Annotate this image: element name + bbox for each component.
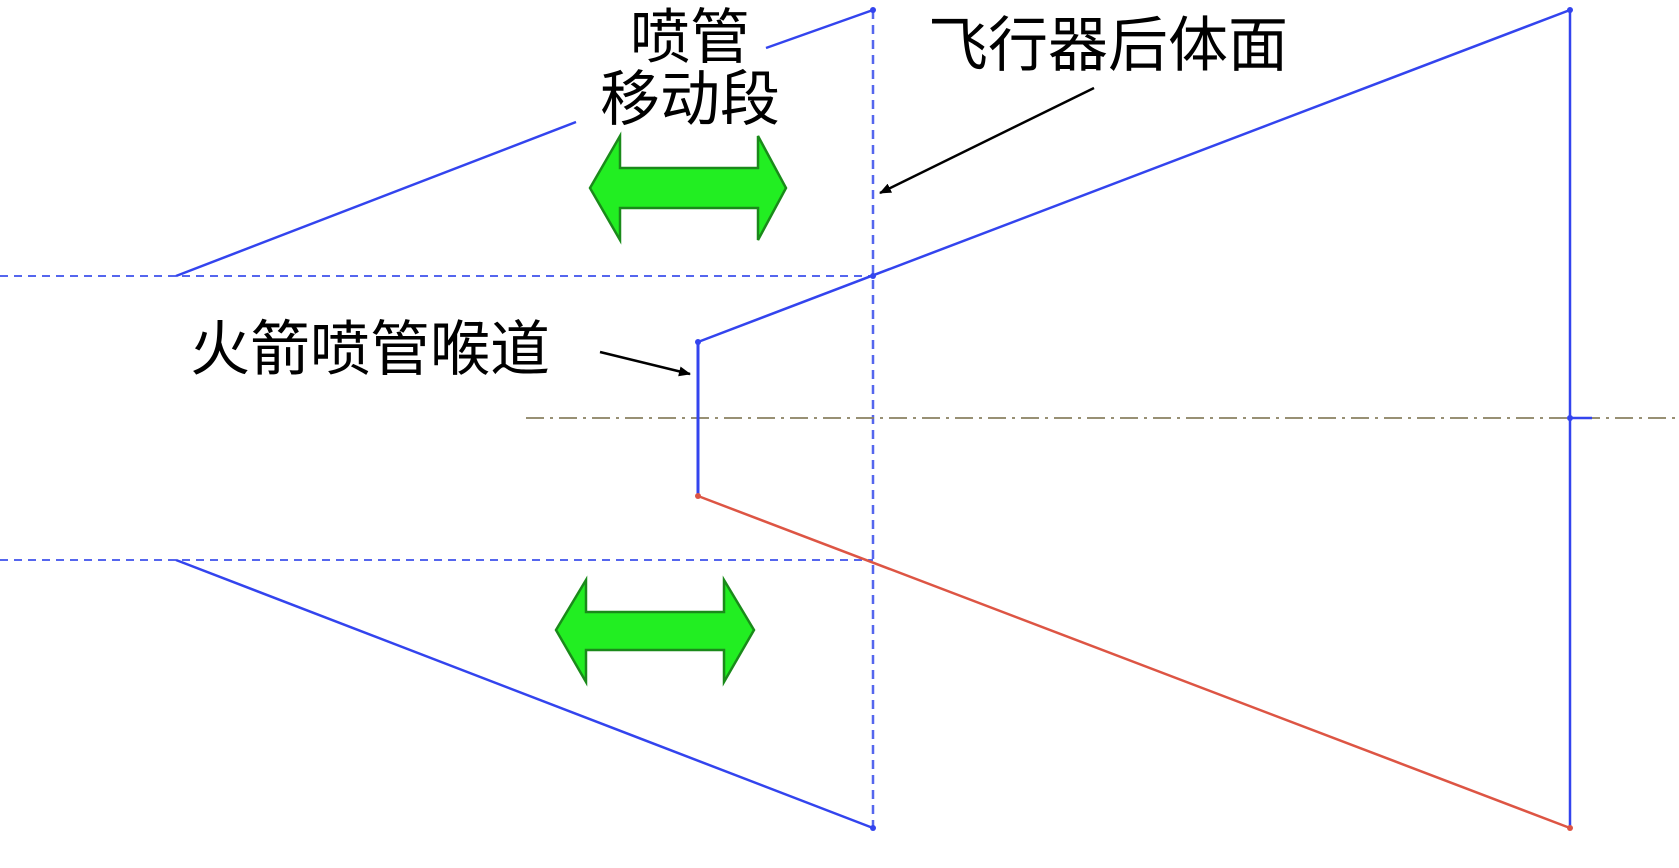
upper-motion-arrow-icon bbox=[588, 131, 788, 245]
moving-segment-upper-line-b bbox=[765, 8, 874, 50]
upper-expansion-line bbox=[697, 8, 1571, 344]
moving-segment-lower-line bbox=[175, 558, 874, 830]
label-aircraft-rear-face: 飞行器后体面 bbox=[928, 11, 1288, 81]
node-dots bbox=[695, 7, 1573, 831]
exit-lower-node bbox=[1567, 825, 1573, 831]
throat-pointer-arrow bbox=[599, 350, 691, 377]
label-rocket-nozzle-throat: 火箭喷管喉道 bbox=[190, 315, 550, 385]
moving-segment-upper-line-a bbox=[175, 120, 577, 278]
throat-lower-node bbox=[695, 493, 701, 499]
label-nozzle-moving-line1: 喷管 bbox=[630, 3, 750, 73]
rear-face-pointer-arrow bbox=[879, 86, 1095, 195]
label-nozzle-moving-line2: 移动段 bbox=[600, 65, 780, 135]
lower-motion-arrow-icon bbox=[554, 575, 756, 687]
lower-expansion-line bbox=[697, 494, 1571, 830]
